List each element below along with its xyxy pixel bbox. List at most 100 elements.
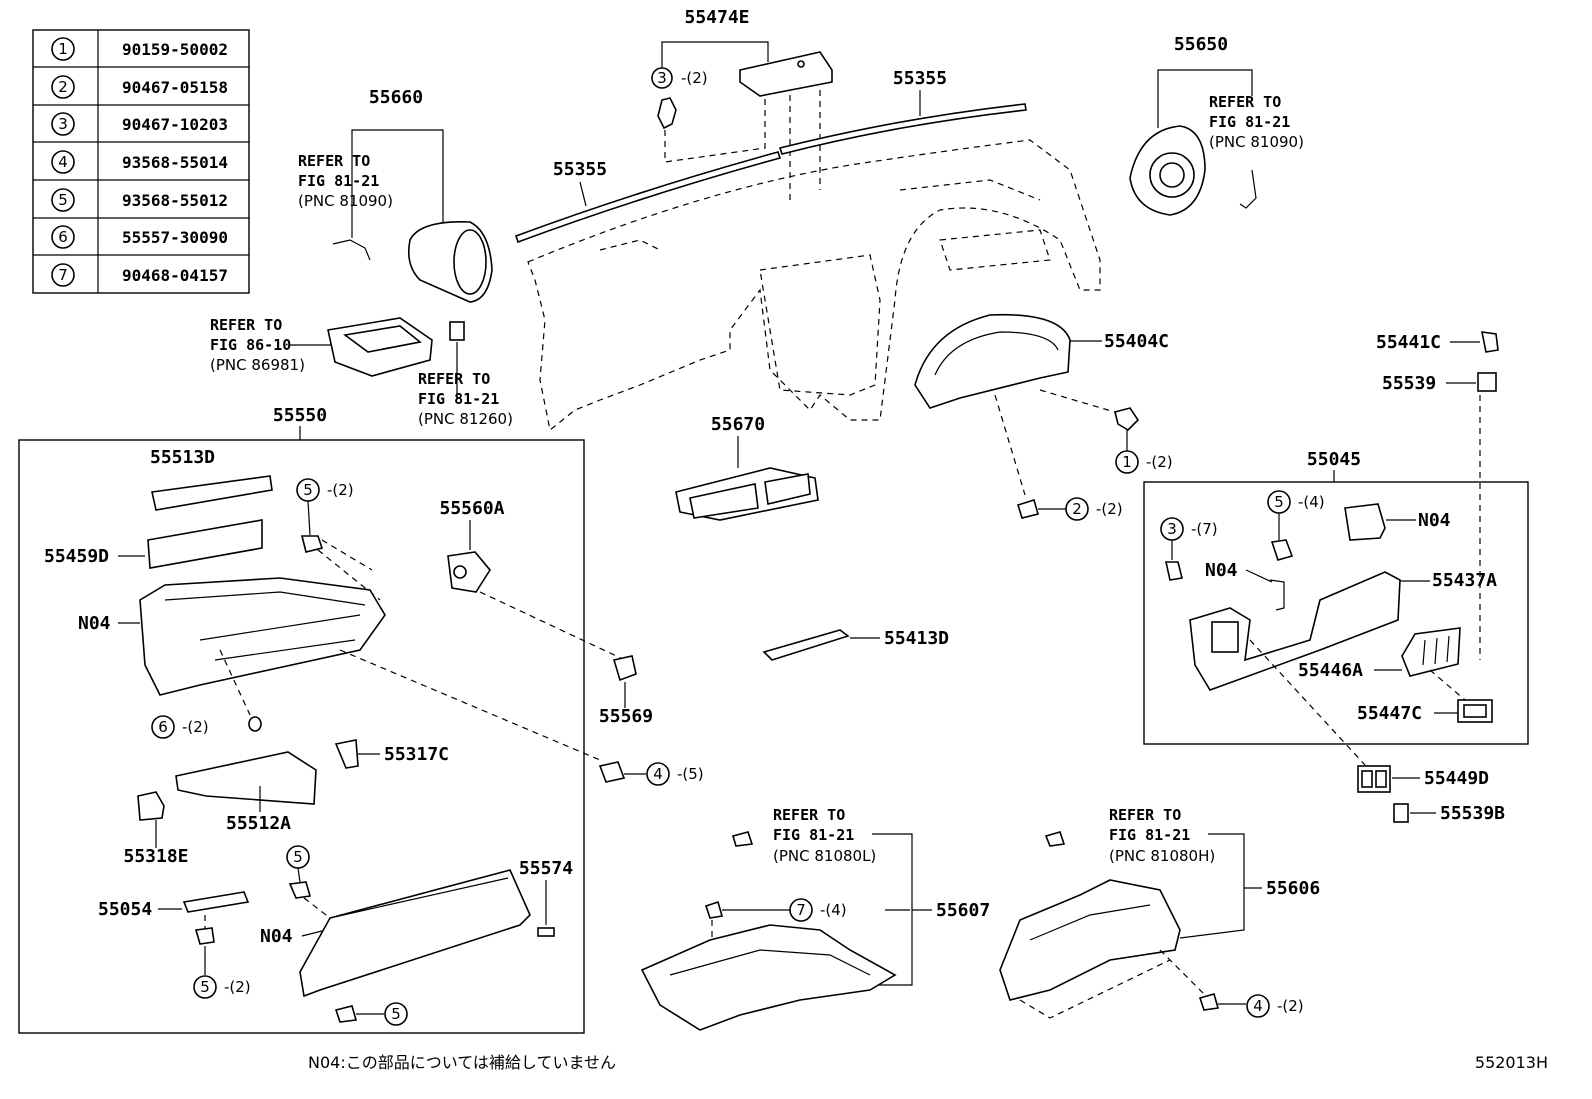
part-55355-right[interactable]: 55355 <box>778 68 1027 155</box>
refer-note: FIG 81-21 <box>1209 113 1290 131</box>
lower-panel-icon <box>1189 571 1401 691</box>
refer-note: FIG 81-21 <box>298 172 379 190</box>
part-label: 55539B <box>1440 803 1505 824</box>
part-55607[interactable]: REFER TO FIG 81-21 (PNC 81080L) 55607 7 … <box>640 806 990 1031</box>
switch-icon <box>449 321 465 341</box>
lower-panel-icon <box>640 924 897 1031</box>
table-key: 6 <box>58 228 68 246</box>
switch-icon <box>1044 831 1066 847</box>
part-55441C[interactable]: 55441C <box>1376 331 1499 353</box>
screw-callout-4[interactable]: 4 -(5) <box>598 761 704 786</box>
screw-icon <box>300 535 324 553</box>
part-55606[interactable]: REFER TO FIG 81-21 (PNC 81080H) 55606 4 … <box>999 806 1320 1019</box>
refer-note: (PNC 81260) <box>418 410 513 428</box>
part-55560A[interactable]: 55560A <box>439 498 626 661</box>
quantity: -(2) <box>224 978 251 996</box>
part-label: 55404C <box>1104 331 1169 352</box>
part-55404C[interactable]: 55404C 1 -(2) 2 -(2) <box>914 313 1173 521</box>
refer-note: REFER TO <box>298 152 370 170</box>
refer-note: FIG 81-21 <box>418 390 499 408</box>
table-row: 2 90467-05158 <box>51 75 228 99</box>
refer-note: FIG 86-10 <box>210 336 291 354</box>
glove-box-icon <box>139 577 386 696</box>
switch-refer[interactable]: REFER TO FIG 81-21 (PNC 81260) <box>418 321 513 428</box>
part-label: 55550 <box>273 405 327 426</box>
table-row: 1 90159-50002 <box>51 37 228 61</box>
part-label: N04 <box>1418 510 1451 531</box>
cluster-hood-icon <box>914 313 1071 409</box>
part-label: 55459D <box>44 546 109 567</box>
pin-icon <box>537 927 555 937</box>
screw-icon <box>1114 407 1140 432</box>
table-key: 2 <box>58 78 68 96</box>
quantity: -(2) <box>1277 997 1304 1015</box>
part-55670[interactable]: 55670 <box>675 414 819 521</box>
part-label: 55355 <box>893 68 947 89</box>
svg-text:5: 5 <box>1274 493 1284 511</box>
table-part-number: 90467-10203 <box>122 115 228 134</box>
svg-text:6: 6 <box>158 718 168 736</box>
screw-icon <box>1198 993 1220 1011</box>
refer-note: REFER TO <box>210 316 282 334</box>
part-label: 55054 <box>98 899 152 920</box>
part-55539[interactable]: 55539 <box>1382 372 1497 660</box>
refer-note: (PNC 81090) <box>298 192 393 210</box>
table-row: 6 55557-30090 <box>51 225 228 249</box>
rod-icon <box>182 891 250 913</box>
svg-text:5: 5 <box>293 848 303 866</box>
tray-refer[interactable]: REFER TO FIG 86-10 (PNC 86981) <box>210 316 433 377</box>
part-55355-left[interactable]: 55355 <box>514 151 782 244</box>
part-label: 55670 <box>711 414 765 435</box>
group-55550[interactable]: 55550 55513D 5 -(2) 55459D N04 6 -(2) 55… <box>18 405 601 1034</box>
clip-icon <box>1165 561 1183 581</box>
clip-icon <box>1480 331 1499 353</box>
part-55569[interactable]: 55569 <box>599 655 653 727</box>
table-key: 1 <box>58 40 68 58</box>
svg-text:5: 5 <box>200 978 210 996</box>
part-55539B[interactable]: 55539B <box>1393 803 1505 824</box>
bracket-icon <box>1269 579 1285 611</box>
part-label: 55355 <box>553 159 607 180</box>
part-55449D[interactable]: 55449D <box>1357 765 1489 793</box>
bracket-icon <box>334 739 359 769</box>
part-label: 55607 <box>936 900 990 921</box>
table-part-number: 90159-50002 <box>122 40 228 59</box>
part-55660[interactable]: 55660 REFER TO FIG 81-21 (PNC 81090) <box>298 87 493 303</box>
table-part-number: 90468-04157 <box>122 266 228 285</box>
quantity: -(2) <box>1096 500 1123 518</box>
refer-note: FIG 81-21 <box>773 826 854 844</box>
instrument-panel-outline <box>527 139 1101 432</box>
screw-icon <box>1270 539 1294 561</box>
part-55413D[interactable]: 55413D <box>762 628 949 661</box>
bracket-icon <box>1239 169 1257 209</box>
screw-icon <box>598 761 626 783</box>
quantity: -(2) <box>182 718 209 736</box>
table-part-number: 93568-55012 <box>122 191 228 210</box>
screw-icon <box>194 927 215 945</box>
refer-note: (PNC 81090) <box>1209 133 1304 151</box>
switch-icon <box>731 831 754 847</box>
refer-note: (PNC 81080L) <box>773 847 876 865</box>
lock-icon <box>137 791 165 821</box>
part-55474E[interactable]: 55474E 3 -(2) <box>651 7 833 200</box>
glove-door-icon <box>299 869 531 998</box>
quantity: -(2) <box>327 481 354 499</box>
part-label: 55560A <box>439 498 504 519</box>
refer-note: REFER TO <box>773 806 845 824</box>
svg-text:7: 7 <box>796 901 806 919</box>
legend-table: 1 90159-50002 2 90467-05158 3 90467-1020… <box>32 29 250 294</box>
part-label: 55660 <box>369 87 423 108</box>
part-label: 55574 <box>519 858 573 879</box>
screw-icon <box>334 1005 358 1023</box>
table-part-number: 55557-30090 <box>122 228 228 247</box>
svg-text:5: 5 <box>391 1005 401 1023</box>
group-55045[interactable]: 55045 5 -(4) N04 3 -(7) N04 55437A 55446… <box>1143 449 1529 766</box>
part-55650[interactable]: 55650 REFER TO FIG 81-21 (PNC 81090) <box>1129 34 1304 216</box>
part-label: 55474E <box>684 7 749 28</box>
table-row: 7 90468-04157 <box>51 263 228 287</box>
quantity: -(2) <box>681 69 708 87</box>
part-label: N04 <box>1205 560 1238 581</box>
clip-icon <box>704 900 724 919</box>
clip-icon <box>248 716 262 732</box>
clip-icon <box>1393 803 1409 823</box>
